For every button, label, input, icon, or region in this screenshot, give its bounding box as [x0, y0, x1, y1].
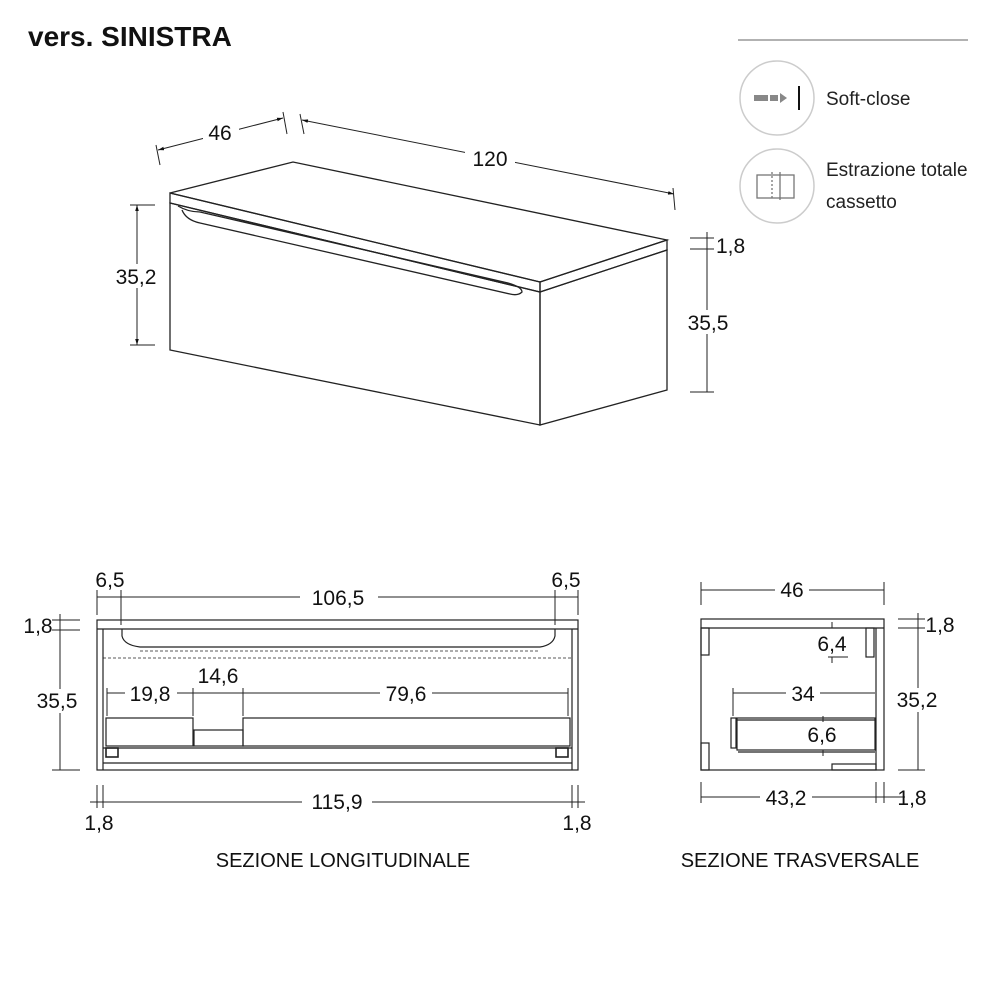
transversal-caption: SEZIONE TRASVERSALE	[681, 850, 920, 872]
page-title: vers. SINISTRA	[28, 21, 232, 52]
side-face	[539, 249, 668, 426]
feature-soft-close: Soft-close	[739, 60, 910, 136]
dim-inner-depth: 43,2	[766, 787, 807, 810]
dim-left-offset: 6,5	[95, 569, 124, 592]
soft-close-icon	[754, 86, 800, 110]
dim-inner-mid: 14,6	[198, 665, 239, 688]
longitudinal-section	[96, 619, 579, 771]
dim-depth: 46	[208, 122, 231, 145]
handle-groove	[177, 205, 523, 296]
dim-side-left: 1,8	[84, 812, 113, 835]
top-side-edge	[539, 239, 668, 293]
full-extraction-icon	[756, 172, 795, 200]
dim-height: 35,5	[37, 690, 78, 713]
dim-depth: 46	[780, 579, 803, 602]
dim-inner-drawer-height: 6,6	[807, 724, 836, 747]
dim-handle-depth: 6,4	[817, 633, 847, 656]
dim-top-thickness: 1,8	[716, 235, 745, 258]
dim-back-thickness: 1,8	[897, 787, 926, 810]
dim-width: 120	[472, 148, 507, 171]
soft-close-icon-circle	[739, 60, 815, 136]
feature-label: Soft-close	[826, 89, 910, 110]
dim-handle-width: 106,5	[312, 587, 365, 610]
dim-inner-left: 19,8	[130, 683, 171, 706]
feature-label-line2: cassetto	[826, 192, 897, 213]
dim-side-right: 1,8	[562, 812, 591, 835]
dim-height: 35,2	[897, 689, 938, 712]
dim-inner-width: 115,9	[312, 791, 363, 814]
dim-top-thickness: 1,8	[23, 615, 52, 638]
dim-drawer-height: 35,2	[116, 266, 157, 289]
longitudinal-caption: SEZIONE LONGITUDINALE	[216, 850, 471, 872]
perspective-view	[169, 161, 670, 426]
drawer-front	[169, 202, 541, 426]
feature-label-line1: Estrazione totale	[826, 160, 968, 181]
dim-body-height: 35,5	[688, 312, 729, 335]
perspective-dimensions	[130, 111, 714, 393]
extraction-icon-circle	[739, 148, 815, 224]
dim-inner-drawer-depth: 34	[791, 683, 815, 706]
transversal-section	[700, 618, 885, 771]
dim-right-offset: 6,5	[551, 569, 580, 592]
dim-inner-right: 79,6	[386, 683, 427, 706]
dim-top-thickness: 1,8	[925, 614, 954, 637]
feature-full-extraction: Estrazione totale cassetto	[739, 148, 968, 224]
